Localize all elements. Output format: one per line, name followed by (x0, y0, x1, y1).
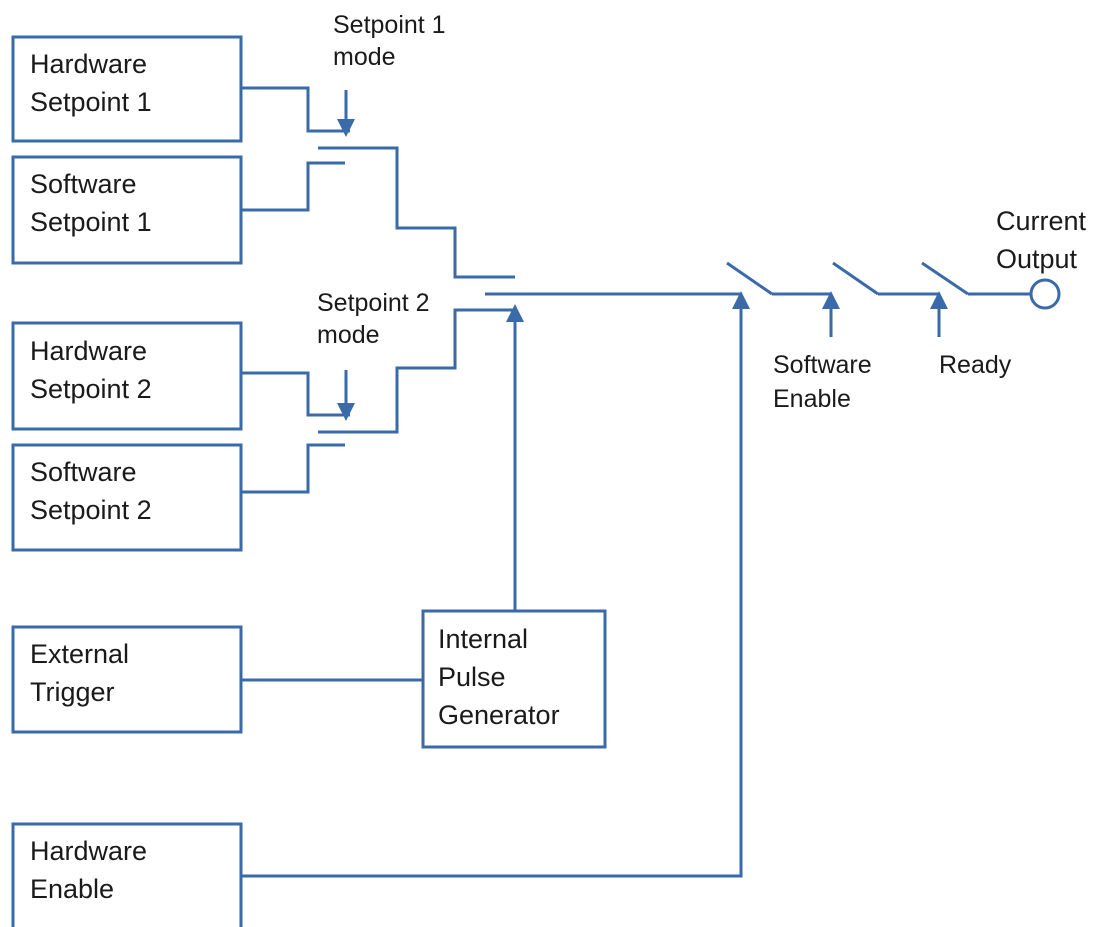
ready-label: Ready (939, 351, 1012, 379)
ready-switch (921, 261, 969, 296)
setpoint-1-selector-switch (241, 86, 515, 279)
software-enable-switch (832, 261, 879, 296)
current-output-terminal (1029, 278, 1061, 310)
hardware-enable-switch (726, 261, 773, 296)
setpoint-2-selector-switch (241, 308, 515, 494)
hardware-enable-control-line (241, 291, 750, 878)
